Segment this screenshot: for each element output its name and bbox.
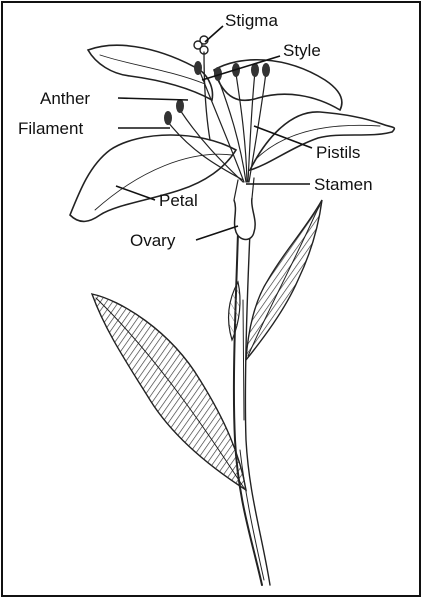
anther-leader bbox=[118, 98, 188, 100]
label-stamen: Stamen bbox=[314, 175, 373, 194]
ovary-leader bbox=[196, 226, 238, 240]
ovary-shape bbox=[234, 178, 255, 240]
leaf-right bbox=[246, 200, 322, 360]
stigma-leader bbox=[205, 26, 223, 42]
label-style: Style bbox=[283, 41, 321, 60]
label-anther: Anther bbox=[40, 89, 90, 108]
label-stigma: Stigma bbox=[225, 11, 278, 30]
leaf-lower-left bbox=[92, 294, 246, 490]
label-pistils: Pistils bbox=[316, 143, 360, 162]
label-filament: Filament bbox=[18, 119, 83, 138]
leaf-small bbox=[229, 282, 240, 340]
label-ovary: Ovary bbox=[130, 231, 176, 250]
label-petal: Petal bbox=[159, 191, 198, 210]
